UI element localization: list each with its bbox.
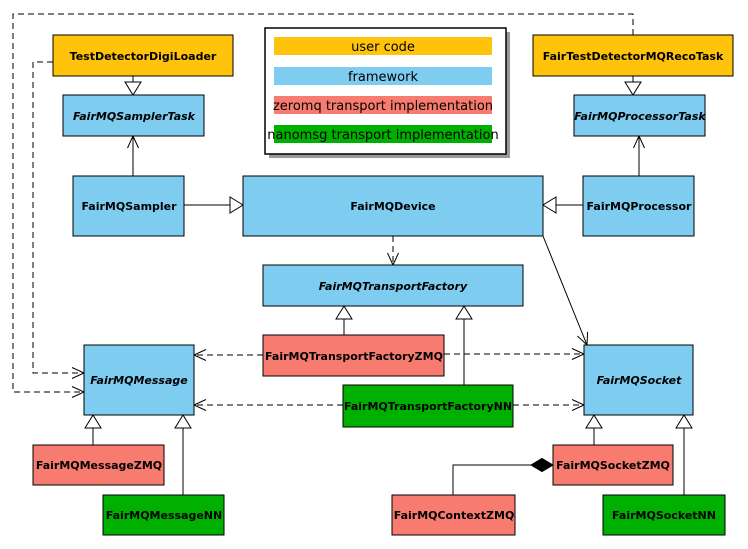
hollow-triangle-arrowhead — [455, 305, 473, 320]
node-fairtestdetectormqrecotask-label: FairTestDetectorMQRecoTask — [543, 50, 724, 63]
node-fairmqsampler-label: FairMQSampler — [81, 200, 177, 213]
node-fairmqtransportfactory-label: FairMQTransportFactory — [319, 280, 468, 293]
node-fairmqsamplertask-label: FairMQSamplerTask — [73, 110, 196, 123]
legend-swatch-framework — [274, 67, 492, 85]
hollow-triangle-arrowhead — [585, 414, 603, 429]
node-fairmqdevice-label: FairMQDevice — [350, 200, 435, 213]
node-fairmqmessagenn-label: FairMQMessageNN — [106, 509, 222, 522]
edges-solid — [92, 76, 685, 495]
node-fairmqprocessor-label: FairMQProcessor — [587, 200, 692, 213]
node-fairmqtransportfactorynn: FairMQTransportFactoryNN — [342, 384, 514, 428]
node-fairmqsamplertask: FairMQSamplerTask — [62, 94, 205, 137]
node-fairmqmessage-label: FairMQMessage — [90, 374, 188, 387]
node-fairmqprocessortask: FairMQProcessorTask — [573, 94, 706, 137]
node-fairmqsocketzmq: FairMQSocketZMQ — [552, 444, 674, 486]
legend-swatch-user-code — [274, 37, 492, 55]
node-fairmqmessagezmq: FairMQMessageZMQ — [32, 444, 165, 486]
node-fairmqsocketnn-label: FairMQSocketNN — [612, 509, 716, 522]
node-fairtestdetectormqrecotask-box — [532, 34, 734, 77]
hollow-triangle-arrowhead — [335, 305, 353, 320]
node-testdetectordigiloader: TestDetectorDigiLoader — [52, 34, 234, 77]
node-fairmqsampler: FairMQSampler — [72, 175, 185, 237]
node-fairmqmessage: FairMQMessage — [83, 344, 195, 416]
node-fairmqmessagezmq-box — [32, 444, 165, 486]
node-fairmqtransportfactory-box — [262, 264, 524, 307]
node-fairtestdetectormqrecotask: FairTestDetectorMQRecoTask — [532, 34, 734, 77]
hollow-triangle-arrowhead — [174, 414, 192, 429]
node-fairmqdevice: FairMQDevice — [242, 175, 544, 237]
legend-label-user-code: user code — [351, 40, 415, 55]
node-fairmqsocketzmq-box — [552, 444, 674, 486]
node-fairmqsampler-box — [72, 175, 185, 237]
edge-dependency-recotask-message — [12, 13, 634, 393]
node-fairmqmessagenn-box — [102, 494, 225, 536]
node-fairmqdevice-box — [242, 175, 544, 237]
legend-swatch-zeromq — [274, 96, 492, 114]
node-fairmqsocket: FairMQSocket — [583, 344, 694, 416]
nodes: TestDetectorDigiLoader FairTestDetectorM… — [32, 34, 734, 536]
node-fairmqtransportfactoryzmq-label: FairMQTransportFactoryZMQ — [265, 350, 443, 363]
hollow-triangle-arrowhead — [624, 81, 642, 96]
hollow-triangle-arrowhead — [124, 81, 142, 96]
node-fairmqsocket-label: FairMQSocket — [597, 374, 683, 387]
hollow-triangle-arrowhead — [84, 414, 102, 429]
node-fairmqcontextzmq-box — [391, 494, 516, 536]
edge-dependency-digiloader-message — [32, 61, 84, 374]
node-fairmqsocketnn-box — [602, 494, 726, 536]
legend-label-zeromq: zeromq transport implementation — [273, 99, 493, 114]
node-fairmqmessage-box — [83, 344, 195, 416]
legend-label-nanomsg: nanomsg transport implementation — [267, 128, 498, 143]
node-fairmqsocket-box — [583, 344, 694, 416]
arrowheads — [71, 81, 693, 473]
node-testdetectordigiloader-label: TestDetectorDigiLoader — [70, 50, 217, 63]
node-fairmqprocessortask-label: FairMQProcessorTask — [574, 110, 706, 123]
composition-diamond — [530, 457, 554, 473]
node-fairmqsocketnn: FairMQSocketNN — [602, 494, 726, 536]
node-fairmqtransportfactorynn-label: FairMQTransportFactoryNN — [344, 400, 512, 413]
hollow-triangle-arrowhead — [675, 414, 693, 429]
edge-assoc-device-socket — [542, 235, 588, 346]
node-fairmqmessagezmq-label: FairMQMessageZMQ — [36, 459, 162, 472]
edges-dependency — [12, 13, 634, 406]
node-fairmqcontextzmq: FairMQContextZMQ — [391, 494, 516, 536]
edge-composition-socketzmq-contextzmq — [452, 464, 531, 495]
node-fairmqtransportfactory: FairMQTransportFactory — [262, 264, 524, 307]
node-fairmqcontextzmq-label: FairMQContextZMQ — [394, 509, 515, 522]
hollow-triangle-arrowhead — [542, 196, 557, 214]
node-fairmqtransportfactorynn-box — [342, 384, 514, 428]
node-fairmqprocessortask-box — [573, 94, 706, 137]
node-fairmqmessagenn: FairMQMessageNN — [102, 494, 225, 536]
node-fairmqtransportfactoryzmq-box — [262, 334, 445, 377]
node-fairmqtransportfactoryzmq: FairMQTransportFactoryZMQ — [262, 334, 445, 377]
legend-swatch-nanomsg — [274, 125, 492, 143]
legend: user code framework zeromq transport imp… — [264, 27, 510, 158]
node-fairmqsocketzmq-label: FairMQSocketZMQ — [556, 459, 670, 472]
node-fairmqprocessor: FairMQProcessor — [582, 175, 695, 237]
node-testdetectordigiloader-box — [52, 34, 234, 77]
node-fairmqprocessor-box — [582, 175, 695, 237]
hollow-triangle-arrowhead — [229, 196, 244, 214]
node-fairmqsamplertask-box — [62, 94, 205, 137]
legend-label-framework: framework — [348, 70, 418, 85]
